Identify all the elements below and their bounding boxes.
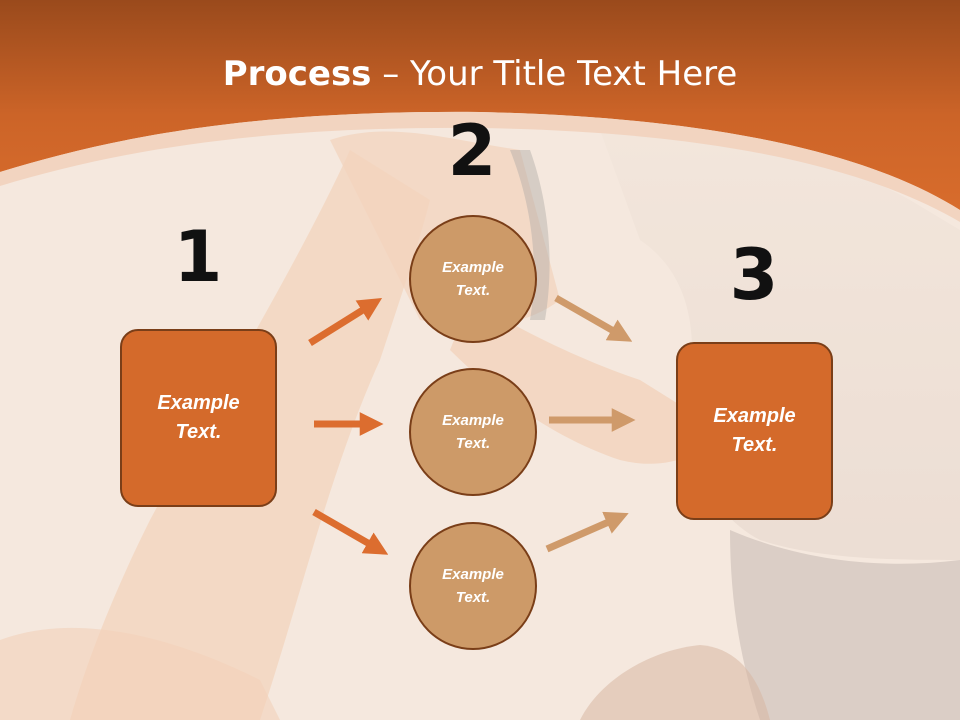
middle-node-bottom[interactable]: Example Text. bbox=[409, 522, 537, 650]
middle-node-bottom-label: Example Text. bbox=[442, 566, 504, 606]
title-rest: – Your Title Text Here bbox=[371, 54, 738, 94]
step-number-1: 1 bbox=[173, 216, 223, 298]
step-number-3: 3 bbox=[729, 234, 779, 316]
step-3-label: Example Text. bbox=[713, 405, 796, 456]
middle-node-top[interactable]: Example Text. bbox=[409, 215, 537, 343]
step-number-2: 2 bbox=[447, 110, 497, 192]
step-3-box[interactable]: Example Text. bbox=[676, 342, 833, 520]
middle-node-center-label: Example Text. bbox=[442, 412, 504, 452]
step-1-box[interactable]: Example Text. bbox=[120, 329, 277, 507]
title-strong: Process bbox=[222, 54, 372, 94]
step-1-label: Example Text. bbox=[157, 392, 240, 443]
middle-node-center[interactable]: Example Text. bbox=[409, 368, 537, 496]
middle-node-top-label: Example Text. bbox=[442, 259, 504, 299]
slide-title: Process – Your Title Text Here bbox=[0, 52, 960, 96]
